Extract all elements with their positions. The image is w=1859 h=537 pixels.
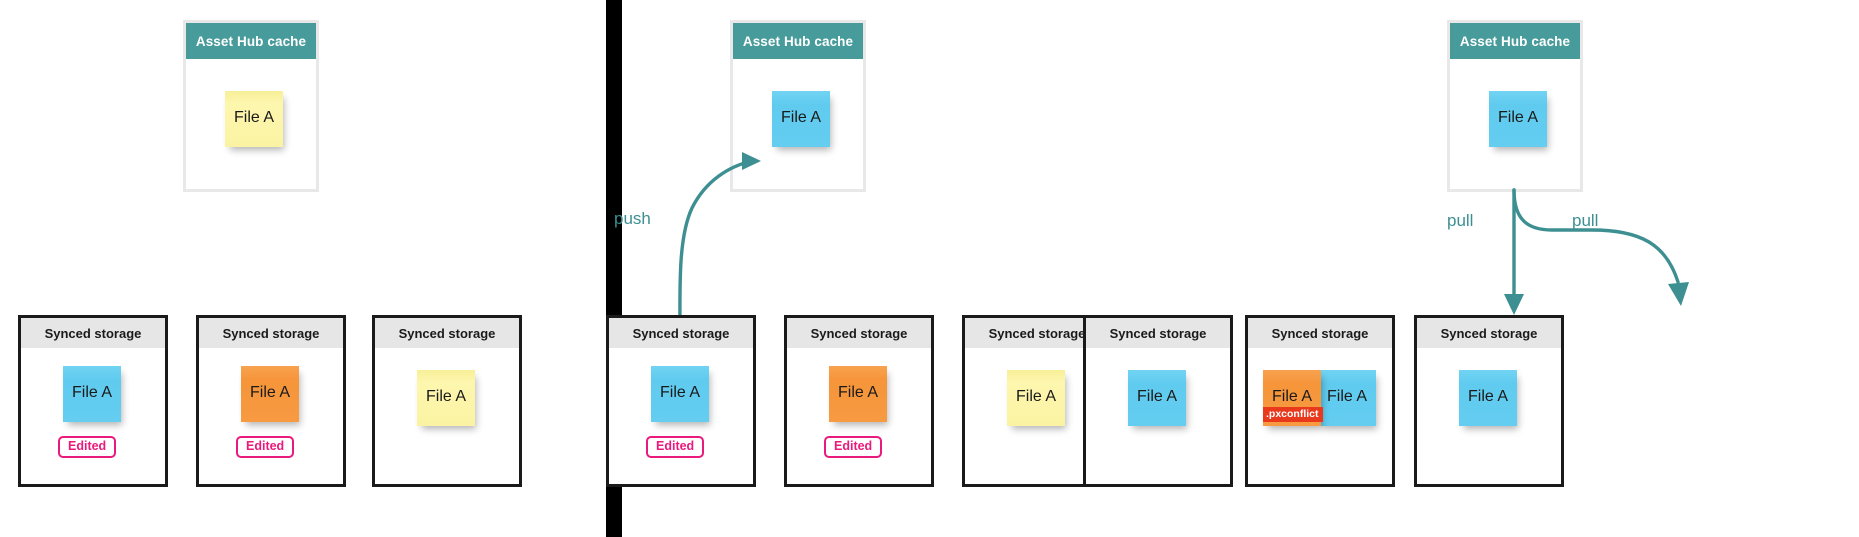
- pxconflict-tag: .pxconflict: [1263, 407, 1323, 423]
- synced-storage-card-1[interactable]: Synced storage File A Edited: [606, 315, 756, 487]
- synced-storage-body: File A: [1086, 348, 1230, 486]
- synced-storage-card-1[interactable]: Synced storage File A Edited: [18, 315, 168, 487]
- asset-hub-cache-card[interactable]: Asset Hub cache File A: [1447, 20, 1583, 192]
- synced-storage-body: File A: [375, 348, 519, 486]
- synced-storage-body: File A: [965, 348, 1109, 486]
- file-note-label: File A: [1467, 388, 1508, 405]
- synced-storage-title: Synced storage: [1417, 318, 1561, 348]
- file-note-blue[interactable]: File A: [1128, 370, 1186, 426]
- file-note-label: File A: [249, 384, 290, 401]
- synced-storage-title: Synced storage: [21, 318, 165, 348]
- synced-storage-card-2[interactable]: Synced storage File A Edited: [784, 315, 934, 487]
- asset-hub-cache-title: Asset Hub cache: [733, 23, 863, 59]
- file-note-orange[interactable]: File A: [241, 366, 299, 422]
- synced-storage-title: Synced storage: [199, 318, 343, 348]
- asset-hub-cache-card[interactable]: Asset Hub cache File A: [183, 20, 319, 192]
- file-note-blue[interactable]: File A: [1318, 370, 1376, 426]
- file-note-label: File A: [1497, 109, 1538, 126]
- asset-hub-cache-title: Asset Hub cache: [186, 23, 316, 59]
- synced-storage-body: File A: [1417, 348, 1561, 486]
- asset-hub-cache-body: File A: [733, 59, 863, 189]
- asset-hub-cache-title: Asset Hub cache: [1450, 23, 1580, 59]
- file-note-yellow[interactable]: File A: [1007, 370, 1065, 426]
- asset-hub-cache-body: File A: [186, 59, 316, 189]
- status-badge-edited: Edited: [646, 436, 705, 459]
- file-note-label: File A: [71, 384, 112, 401]
- synced-storage-body: File A Edited: [787, 348, 931, 486]
- pull-arrow-label-2: pull: [1572, 211, 1599, 230]
- synced-storage-title: Synced storage: [375, 318, 519, 348]
- file-note-label: File A: [659, 384, 700, 401]
- synced-storage-title: Synced storage: [1248, 318, 1392, 348]
- status-badge-edited: Edited: [824, 436, 883, 459]
- file-note-yellow[interactable]: File A: [225, 91, 283, 147]
- file-note-label: File A: [233, 109, 274, 126]
- file-note-blue[interactable]: File A: [1489, 91, 1547, 147]
- status-badge-edited: Edited: [58, 436, 117, 459]
- file-note-blue[interactable]: File A: [651, 366, 709, 422]
- file-note-label: File A: [1136, 388, 1177, 405]
- synced-storage-card-2[interactable]: Synced storage File A .pxconflict File A: [1245, 315, 1395, 487]
- synced-storage-body: File A Edited: [21, 348, 165, 486]
- file-note-label: File A: [425, 388, 466, 405]
- file-note-orange[interactable]: File A: [829, 366, 887, 422]
- pull-arrow-label-1: pull: [1447, 211, 1474, 230]
- asset-hub-cache-body: File A: [1450, 59, 1580, 189]
- file-note-label: File A: [780, 109, 821, 126]
- stage-3-pull: Asset Hub cache File A pull pull Synced …: [1075, 0, 1859, 537]
- synced-storage-card-3[interactable]: Synced storage File A: [372, 315, 522, 487]
- asset-hub-cache-card[interactable]: Asset Hub cache File A: [730, 20, 866, 192]
- synced-storage-card-3[interactable]: Synced storage File A: [1414, 315, 1564, 487]
- push-arrow-label: push: [614, 209, 651, 228]
- file-note-label: File A: [1326, 388, 1367, 405]
- stage-2-push: Asset Hub cache File A push Synced stora…: [606, 0, 1252, 537]
- file-note-yellow[interactable]: File A: [417, 370, 475, 426]
- file-note-label: File A: [1271, 388, 1312, 405]
- synced-storage-title: Synced storage: [609, 318, 753, 348]
- stage-1-local-edits: Asset Hub cache File A Synced storage Fi…: [0, 0, 605, 537]
- synced-storage-body: File A .pxconflict File A: [1248, 348, 1392, 486]
- file-note-label: File A: [1015, 388, 1056, 405]
- synced-storage-body: File A Edited: [609, 348, 753, 486]
- pull-arrow-1: [1504, 188, 1524, 315]
- synced-storage-body: File A Edited: [199, 348, 343, 486]
- file-note-blue[interactable]: File A: [63, 366, 121, 422]
- synced-storage-card-1[interactable]: Synced storage File A: [1083, 315, 1233, 487]
- file-note-label: File A: [837, 384, 878, 401]
- file-note-blue[interactable]: File A: [1459, 370, 1517, 426]
- synced-storage-title: Synced storage: [787, 318, 931, 348]
- synced-storage-card-2[interactable]: Synced storage File A Edited: [196, 315, 346, 487]
- synced-storage-title: Synced storage: [1086, 318, 1230, 348]
- status-badge-edited: Edited: [236, 436, 295, 459]
- file-note-blue[interactable]: File A: [772, 91, 830, 147]
